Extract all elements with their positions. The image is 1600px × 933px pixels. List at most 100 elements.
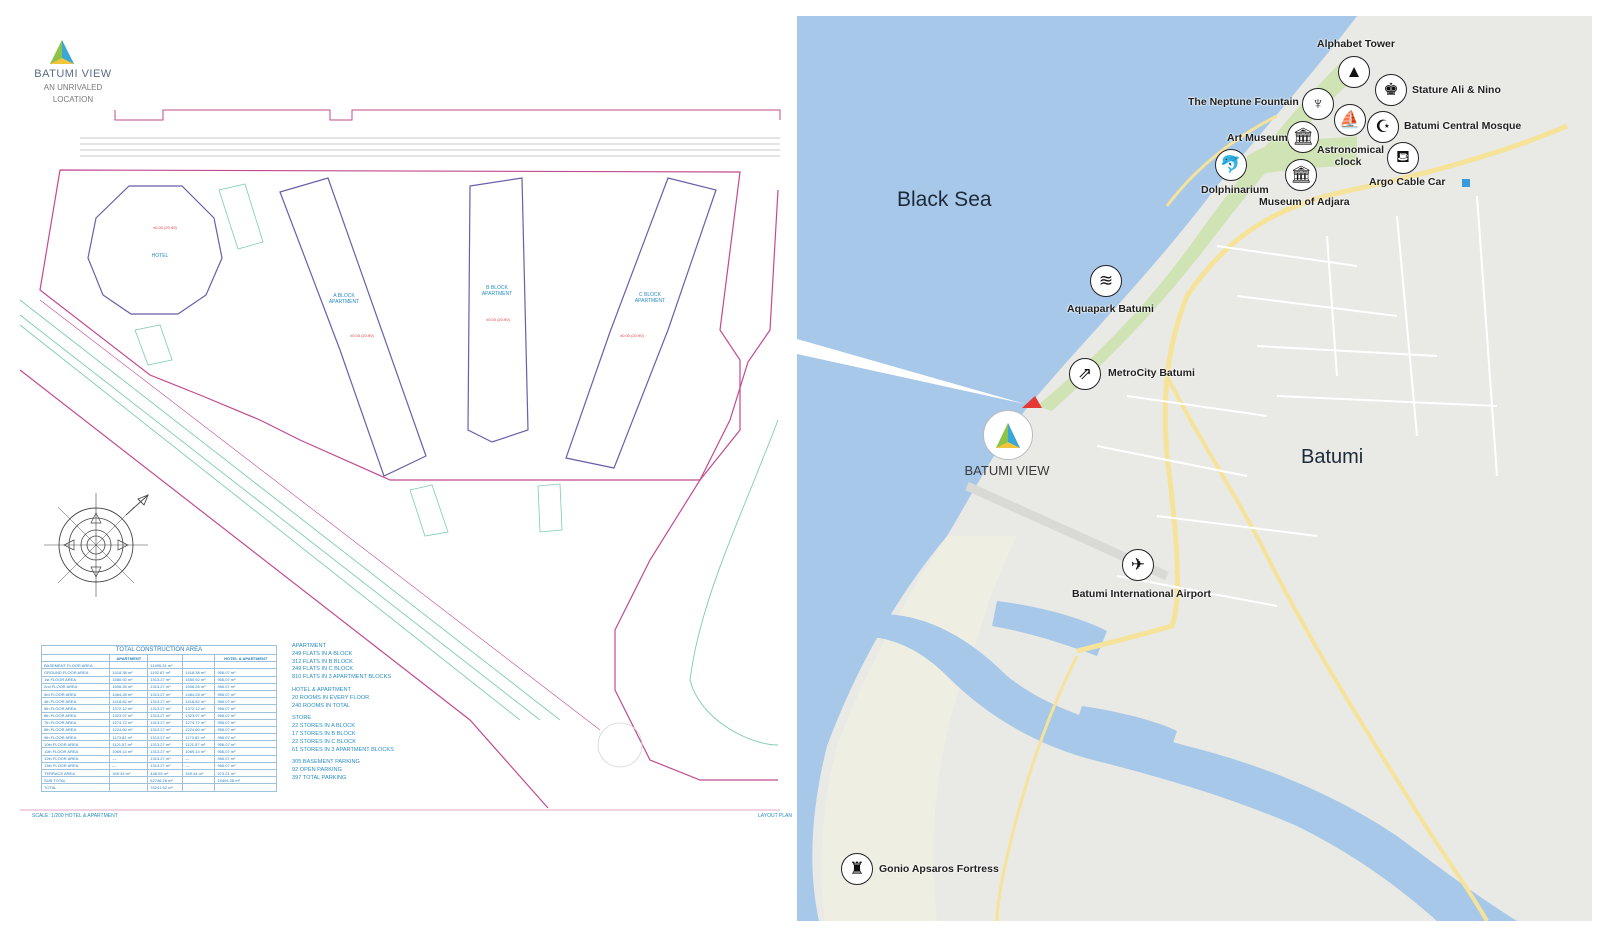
table-cell: 1069.14 m² [109, 747, 149, 756]
table-cell: 7th FLOOR AREA [40, 718, 111, 727]
table-cell: 15494.26 m² [214, 776, 277, 785]
table-cell: 956.07 m² [214, 668, 277, 677]
poi-label-gonio: Gonio Apsaros Fortress [879, 863, 999, 875]
notes-line: 397 TOTAL PARKING [292, 774, 347, 781]
table-cell: 956.07 m² [214, 704, 277, 713]
notes-line: 17 STORES IN B BLOCK [292, 730, 356, 737]
table-cell: 11495.31 m² [147, 661, 184, 670]
callout-wedge [797, 339, 1025, 404]
table-cell: 1550.92 m² [109, 675, 149, 684]
tower-icon[interactable]: ▲ [1338, 56, 1370, 88]
table-cell: 956.07 m² [214, 740, 277, 749]
layout-plan: BATUMI VIEW AN UNRIVALED LOCATION HOTEL … [19, 40, 792, 819]
hotel-label: HOTEL [151, 253, 169, 259]
mosque-icon[interactable]: ☪ [1367, 111, 1399, 143]
table-cell: 13th FLOOR AREA [40, 761, 111, 771]
table-row: 12th FLOOR AREA—1313.27 m²—956.07 m² [40, 754, 277, 763]
notes-line: 61 STORES IN 3 APARTMENT BLOCKS [292, 746, 394, 753]
project-pin[interactable] [983, 410, 1033, 460]
museum-icon[interactable]: 🏛 [1287, 121, 1319, 153]
dolphin-icon[interactable]: 🐬 [1215, 149, 1247, 181]
table-cell: 573.21 m² [214, 768, 277, 778]
table-cell: 956.07 m² [214, 725, 277, 735]
a-block-sublabel: APARTMENT [328, 299, 360, 305]
table-cell: 1464.28 m² [109, 689, 149, 699]
table-cell: 1418.38 m² [109, 668, 149, 677]
table-cell: — [109, 761, 149, 771]
table-cell: 1313.27 m² [147, 718, 184, 727]
poi-label-art-museum: Art Museum [1227, 132, 1288, 144]
b-block-level: ±0.00 (20.90) [486, 317, 510, 322]
notes-line: APARTMENT [292, 643, 326, 649]
table-cell: — [182, 761, 216, 771]
table-cell: 1464.28 m² [182, 689, 216, 699]
table-header-cell [182, 653, 216, 663]
museum-icon[interactable]: 🏛 [1285, 159, 1317, 191]
a-block-label: A BLOCK [333, 293, 355, 299]
ship-icon[interactable]: ⛵ [1334, 104, 1366, 136]
map-canvas [797, 16, 1592, 921]
table-cell: 1313.27 m² [147, 697, 184, 706]
table-cell: 1313.27 m² [147, 725, 184, 735]
batumi-view-logo [50, 40, 74, 64]
table-cell [182, 661, 216, 670]
fortress-icon[interactable]: ♜ [841, 853, 873, 885]
table-cell: 8th FLOOR AREA [40, 725, 111, 735]
cable-car-icon[interactable]: ⛾ [1387, 142, 1419, 174]
table-cell: 956.07 m² [214, 733, 277, 742]
table-cell: SUB TOTAL [40, 776, 111, 785]
table-cell: 956.07 m² [214, 718, 277, 727]
table-cell: 1313.27 m² [147, 733, 184, 742]
table-cell: 5th FLOOR AREA [40, 704, 111, 713]
notes-line: 22 STORES IN C BLOCK [292, 738, 356, 745]
table-cell: 956.07 m² [214, 754, 277, 763]
table-cell: 956.07 m² [214, 682, 277, 691]
table-cell: 956.07 m² [214, 697, 277, 706]
c-block-label: C BLOCK [639, 292, 661, 298]
poi-label-aquapark: Aquapark Batumi [1067, 303, 1154, 315]
poi-label-alphabet-tower: Alphabet Tower [1317, 38, 1395, 50]
notes-line: 22 STORES IN A BLOCK [292, 723, 356, 730]
statue-couple-icon[interactable]: ♚ [1375, 74, 1407, 106]
table-cell: 3rd FLOOR AREA [40, 689, 111, 699]
wave-icon[interactable]: ≋ [1090, 265, 1122, 297]
table-cell: 956.07 m² [214, 689, 277, 699]
neptune-statue-icon[interactable]: ♆ [1302, 88, 1334, 120]
brand-tagline-1: AN UNRIVALED [43, 83, 103, 92]
table-cell: 1069.14 m² [182, 747, 216, 756]
table-cell: 956.07 m² [214, 747, 277, 756]
poi-label-astronomical-clock: Astronomical clock [1317, 144, 1385, 168]
location-map[interactable]: Black Sea Batumi BATUMI VIEW ▲Alphabet T… [797, 16, 1592, 921]
notes-line: 20 ROOMS IN EVERY FLOOR [292, 694, 370, 701]
table-cell: 1323.97 m² [109, 711, 149, 720]
table-cell: 349.44 m² [182, 768, 216, 778]
table-cell [109, 776, 149, 785]
table-cell: 1st FLOOR AREA [40, 675, 111, 684]
table-cell [214, 783, 277, 792]
table-cell: 1274.72 m² [182, 718, 216, 727]
table-cell: BASEMENT FLOOR AREA [40, 661, 111, 670]
escalator-icon[interactable]: ⇗ [1069, 358, 1101, 390]
c-block-footprint [565, 177, 717, 469]
airplane-icon[interactable]: ✈ [1122, 549, 1154, 581]
compass-icon [44, 493, 149, 597]
notes-line: 249 FLATS IN A BLOCK [292, 650, 353, 657]
c-block-level: ±0.00 (20.90) [620, 333, 644, 338]
table-cell: 1121.57 m² [182, 740, 216, 749]
b-block-footprint [467, 177, 529, 443]
table-cell: 1323.97 m² [182, 711, 216, 720]
table-cell: 349.44 m² [109, 768, 149, 778]
